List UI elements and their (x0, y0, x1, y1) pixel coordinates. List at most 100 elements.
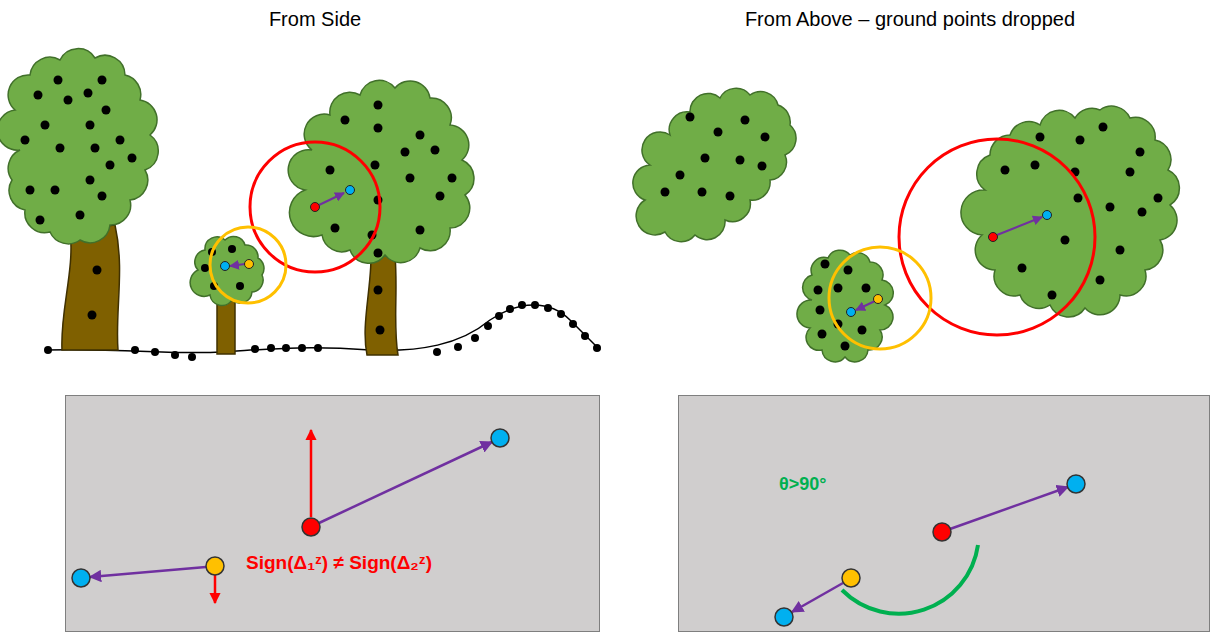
lidar-point (1061, 236, 1070, 245)
heading-holder: From Above – ground points dropped (745, 8, 1075, 31)
lidar-point (1001, 166, 1010, 175)
lidar-point (26, 186, 35, 195)
query-point (874, 295, 883, 304)
lidar-point (374, 101, 383, 110)
panel-box: Sign(Δ₁ᶻ) ≠ Sign(Δ₂ᶻ) (65, 395, 600, 632)
lidar-point (93, 266, 102, 275)
lidar-point (416, 131, 425, 140)
lidar-point (171, 351, 179, 359)
offset-vector (90, 567, 206, 577)
lidar-point (84, 89, 93, 98)
lidar-point (448, 174, 457, 183)
search-radius (210, 227, 286, 303)
lidar-point (818, 330, 827, 339)
lidar-point (106, 161, 115, 170)
lidar-point (98, 76, 107, 85)
panel-annotation: Sign(Δ₁ᶻ) ≠ Sign(Δ₂ᶻ) (246, 552, 432, 574)
offset-arrow (997, 217, 1042, 235)
centroid-point (221, 262, 230, 271)
lidar-point (862, 284, 871, 293)
panel-ground (65, 395, 600, 632)
query-point (933, 523, 951, 541)
query-point (989, 233, 998, 242)
offset-arrow (856, 301, 875, 310)
z-sign-arrow (214, 575, 217, 603)
lidar-point (581, 332, 589, 340)
query-point (245, 260, 254, 269)
point-cloud (661, 113, 1163, 351)
lidar-point (64, 96, 73, 105)
lidar-point (236, 282, 244, 290)
lidar-point (1096, 276, 1105, 285)
offset-vector (950, 487, 1068, 529)
lidar-point (1076, 136, 1085, 145)
lidar-point (698, 188, 707, 197)
lidar-point (761, 133, 770, 142)
angle-arc (842, 545, 978, 614)
offset-arrow (319, 193, 344, 205)
lidar-point (314, 344, 322, 352)
z-sign-arrow (310, 430, 313, 517)
point-cloud (21, 76, 602, 362)
lidar-point (201, 264, 209, 272)
lidar-point (341, 116, 350, 125)
lidar-point (98, 192, 107, 201)
lidar-point (1126, 168, 1135, 177)
lidar-point (741, 116, 750, 125)
lidar-point (188, 353, 196, 361)
tree-canopy (633, 88, 796, 241)
lidar-point (251, 345, 259, 353)
lidar-point (374, 249, 383, 258)
lidar-point (736, 156, 745, 165)
lidar-point (374, 286, 383, 295)
lidar-point (102, 106, 111, 115)
lidar-point (36, 216, 45, 225)
heading-holder: From Side (269, 8, 361, 31)
lidar-point (131, 346, 139, 354)
lidar-point (676, 171, 685, 180)
centroid-point (847, 308, 856, 317)
lidar-point (506, 305, 514, 313)
lidar-point (91, 144, 100, 153)
lidar-point (758, 162, 767, 171)
lidar-point (495, 312, 503, 320)
view-heading: From Side (269, 8, 361, 31)
lidar-point (544, 304, 552, 312)
lidar-point (569, 320, 577, 328)
lidar-point (1074, 194, 1083, 203)
lidar-point (814, 286, 823, 295)
lidar-point (431, 146, 440, 155)
lidar-point (726, 192, 735, 201)
ground-line (45, 305, 600, 353)
lidar-point (267, 344, 275, 352)
lidar-point (282, 344, 290, 352)
lidar-point (76, 211, 85, 220)
lidar-point (471, 334, 479, 342)
lidar-point (1036, 133, 1045, 142)
lidar-point (436, 192, 445, 201)
lidar-point (51, 186, 60, 195)
offset-arrow (230, 264, 245, 266)
lidar-point (821, 260, 830, 269)
lidar-point (1138, 208, 1147, 217)
offset-vector (792, 583, 843, 612)
query-point (842, 569, 860, 587)
search-radius (829, 247, 931, 349)
lidar-point (1154, 194, 1163, 203)
lidar-point (714, 128, 723, 137)
lidar-point (128, 154, 137, 163)
lidar-point (1136, 148, 1145, 157)
query-point (311, 203, 320, 212)
lidar-point (858, 326, 867, 335)
lidar-point (454, 343, 462, 351)
lidar-point (376, 326, 385, 335)
centroid-point (775, 608, 793, 626)
lidar-point (371, 161, 380, 170)
lidar-point (34, 91, 43, 100)
lidar-point (44, 346, 52, 354)
lidar-point (401, 148, 410, 157)
centroid-point (491, 429, 509, 447)
lidar-point (21, 136, 30, 145)
